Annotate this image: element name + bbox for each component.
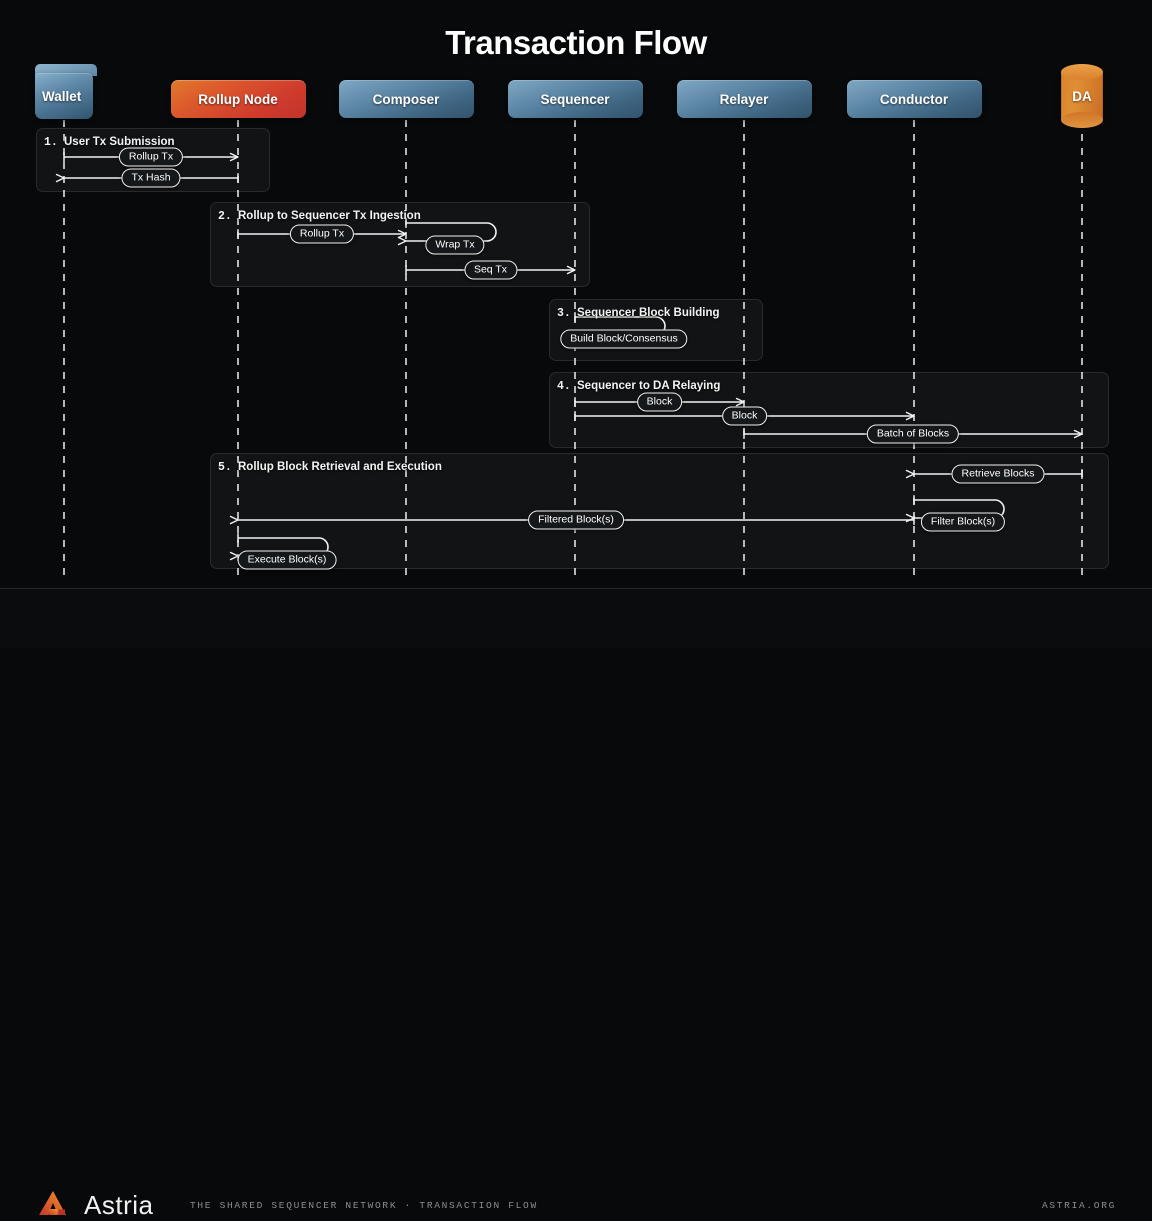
database-top	[1061, 64, 1103, 80]
section-title-5: Rollup Block Retrieval and Execution	[238, 461, 442, 473]
participant-wallet[interactable]: Wallet	[35, 64, 97, 122]
section-number-4: 4.	[557, 380, 571, 393]
message-2-1-label: Rollup Tx	[289, 224, 355, 244]
participant-label-da: DA	[1072, 88, 1092, 104]
section-number-2: 2.	[218, 210, 232, 223]
message-3-1-label: Build Block/Consensus	[560, 329, 688, 349]
section-number-3: 3.	[557, 307, 571, 320]
section-title-3: Sequencer Block Building	[577, 307, 720, 319]
participant-conductor[interactable]: Conductor	[846, 80, 982, 118]
message-1-1-label: Rollup Tx	[118, 147, 184, 167]
section-number-1: 1.	[44, 136, 58, 149]
participant-relayer[interactable]: Relayer	[676, 80, 812, 118]
page-title: Transaction Flow	[445, 24, 707, 61]
message-5-3-label: Filtered Block(s)	[528, 510, 624, 530]
footer-divider	[0, 588, 1152, 589]
message-1-2-label: Tx Hash	[121, 168, 181, 188]
database-bottom	[1061, 112, 1103, 128]
message-4-3-label: Batch of Blocks	[866, 424, 960, 444]
message-5-2-label: Filter Block(s)	[920, 512, 1006, 532]
footer-tagline: THE SHARED SEQUENCER NETWORK · TRANSACTI…	[190, 1200, 538, 1211]
message-5-1-label: Retrieve Blocks	[951, 464, 1045, 484]
message-4-2-label: Block	[721, 406, 768, 426]
footer-bar: Astria THE SHARED SEQUENCER NETWORK · TR…	[0, 589, 1152, 1220]
diagram-stage: Transaction Flow Wallet Rollup Node Compos…	[0, 24, 1152, 1220]
section-box-2	[210, 202, 590, 287]
participant-da[interactable]: DA	[1061, 64, 1103, 128]
message-5-4-label: Execute Block(s)	[237, 550, 337, 570]
participant-label-wallet: Wallet	[35, 73, 93, 119]
brand-name: Astria	[84, 1190, 154, 1220]
participant-sequencer[interactable]: Sequencer	[507, 80, 643, 118]
message-2-2-label: Wrap Tx	[425, 235, 485, 255]
footer-url[interactable]: ASTRIA.ORG	[1041, 1200, 1116, 1211]
message-2-2-selfloop	[406, 223, 497, 241]
astria-logo-icon	[39, 1191, 66, 1215]
section-title-1: User Tx Submission	[64, 136, 175, 148]
section-title-2: Rollup to Sequencer Tx Ingestion	[238, 210, 421, 222]
message-2-3-label: Seq Tx	[463, 260, 518, 280]
participant-composer[interactable]: Composer	[338, 80, 474, 118]
section-title-4: Sequencer to DA Relaying	[577, 380, 721, 392]
message-4-1-label: Block	[636, 392, 683, 412]
section-number-5: 5.	[218, 461, 232, 474]
participant-rollup[interactable]: Rollup Node	[170, 80, 306, 118]
